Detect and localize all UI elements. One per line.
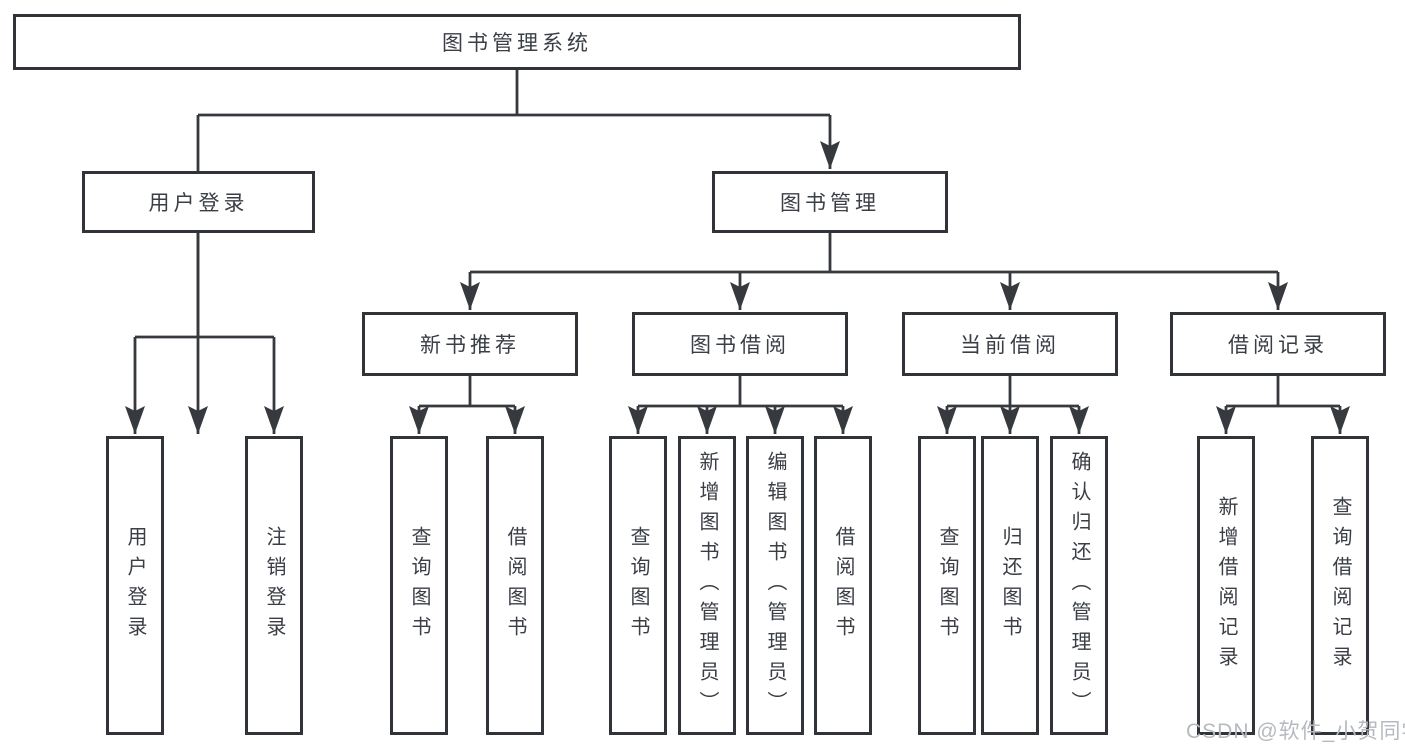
leaf-br-add-record: 新增借阅记录 <box>1197 436 1255 735</box>
leaf-cb-return-books-label: 归还图书 <box>999 525 1021 646</box>
leaf-user-login: 用户登录 <box>106 436 164 735</box>
node-user-login: 用户登录 <box>82 171 315 233</box>
leaf-rec-borrow-books: 借阅图书 <box>486 436 544 735</box>
connector-book-borrow-group <box>628 376 853 434</box>
node-library-management-system: 图书管理系统 <box>13 14 1021 70</box>
leaf-user-login-label: 用户登录 <box>124 525 146 646</box>
leaf-cb-query-books: 查询图书 <box>918 436 976 735</box>
leaf-br-query-record-label: 查询借阅记录 <box>1329 495 1351 676</box>
leaf-bb-borrow-books: 借阅图书 <box>814 436 872 735</box>
leaf-bb-borrow-books-label: 借阅图书 <box>832 525 854 646</box>
connector-borrow-records-group <box>1216 376 1350 434</box>
connector-root-to-level2 <box>188 70 840 434</box>
node-borrow-records: 借阅记录 <box>1170 312 1386 376</box>
csdn-watermark: CSDN @软件_小贺同学 <box>1186 720 1405 743</box>
connector-current-borrow-group <box>937 376 1089 434</box>
connector-new-book-rec-group <box>409 376 525 434</box>
node-book-borrow: 图书借阅 <box>632 312 848 376</box>
leaf-cb-confirm-return: 确认归还（管理员） <box>1050 436 1108 735</box>
leaf-rec-query-books: 查询图书 <box>390 436 448 735</box>
leaf-logout: 注销登录 <box>245 436 303 735</box>
leaf-bb-edit-books: 编辑图书（管理员） <box>746 436 804 735</box>
leaf-bb-query-books: 查询图书 <box>609 436 667 735</box>
leaf-bb-add-books: 新增图书（管理员） <box>678 436 736 735</box>
node-current-borrow: 当前借阅 <box>902 312 1118 376</box>
leaf-rec-borrow-books-label: 借阅图书 <box>504 525 526 646</box>
leaf-cb-return-books: 归还图书 <box>981 436 1039 735</box>
connector-user-login-group <box>125 233 284 434</box>
leaf-bb-query-books-label: 查询图书 <box>627 525 649 646</box>
connector-book-management-group <box>460 233 1288 310</box>
leaf-logout-label: 注销登录 <box>263 525 285 646</box>
leaf-cb-confirm-return-label: 确认归还（管理员） <box>1068 450 1090 721</box>
leaf-br-add-record-label: 新增借阅记录 <box>1215 495 1237 676</box>
node-new-book-recommend: 新书推荐 <box>362 312 578 376</box>
node-book-management: 图书管理 <box>712 171 948 233</box>
leaf-br-query-record: 查询借阅记录 <box>1311 436 1369 735</box>
leaf-cb-query-books-label: 查询图书 <box>936 525 958 646</box>
leaf-rec-query-books-label: 查询图书 <box>408 525 430 646</box>
leaf-bb-edit-books-label: 编辑图书（管理员） <box>764 450 786 721</box>
leaf-bb-add-books-label: 新增图书（管理员） <box>696 450 718 721</box>
